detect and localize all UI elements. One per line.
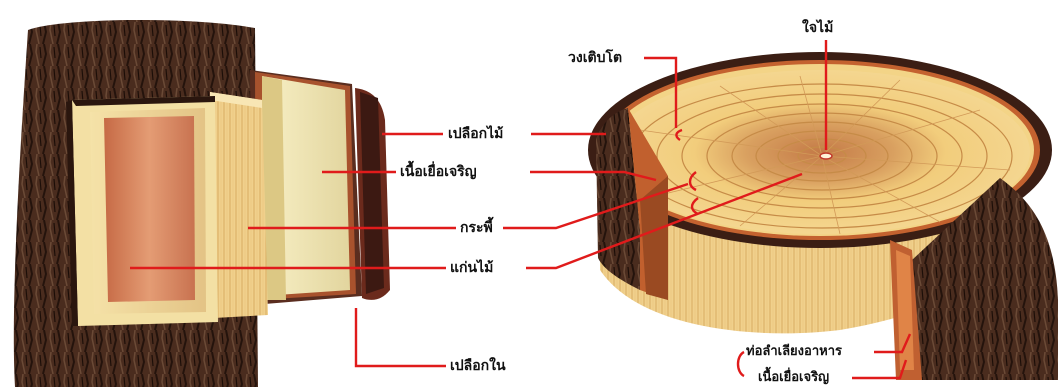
label-cambium-right: เนื้อเยื่อเจริญ bbox=[758, 370, 829, 386]
label-pith: ใจไม้ bbox=[802, 20, 833, 36]
label-growth-rings: วงเติบโต bbox=[568, 50, 622, 66]
label-cambium: เนื้อเยื่อเจริญ bbox=[400, 164, 477, 180]
label-sapwood: กระพี้ bbox=[460, 220, 493, 236]
label-heartwood: แก่นไม้ bbox=[450, 260, 493, 276]
label-phloem: ท่อลำเลียงอาหาร bbox=[746, 344, 842, 360]
label-bark: เปลือกไม้ bbox=[448, 126, 503, 142]
trunk-cutaway-illustration bbox=[14, 20, 390, 387]
log-cross-section-illustration bbox=[588, 52, 1058, 380]
label-inner-bark: เปลือกใน bbox=[450, 358, 506, 374]
